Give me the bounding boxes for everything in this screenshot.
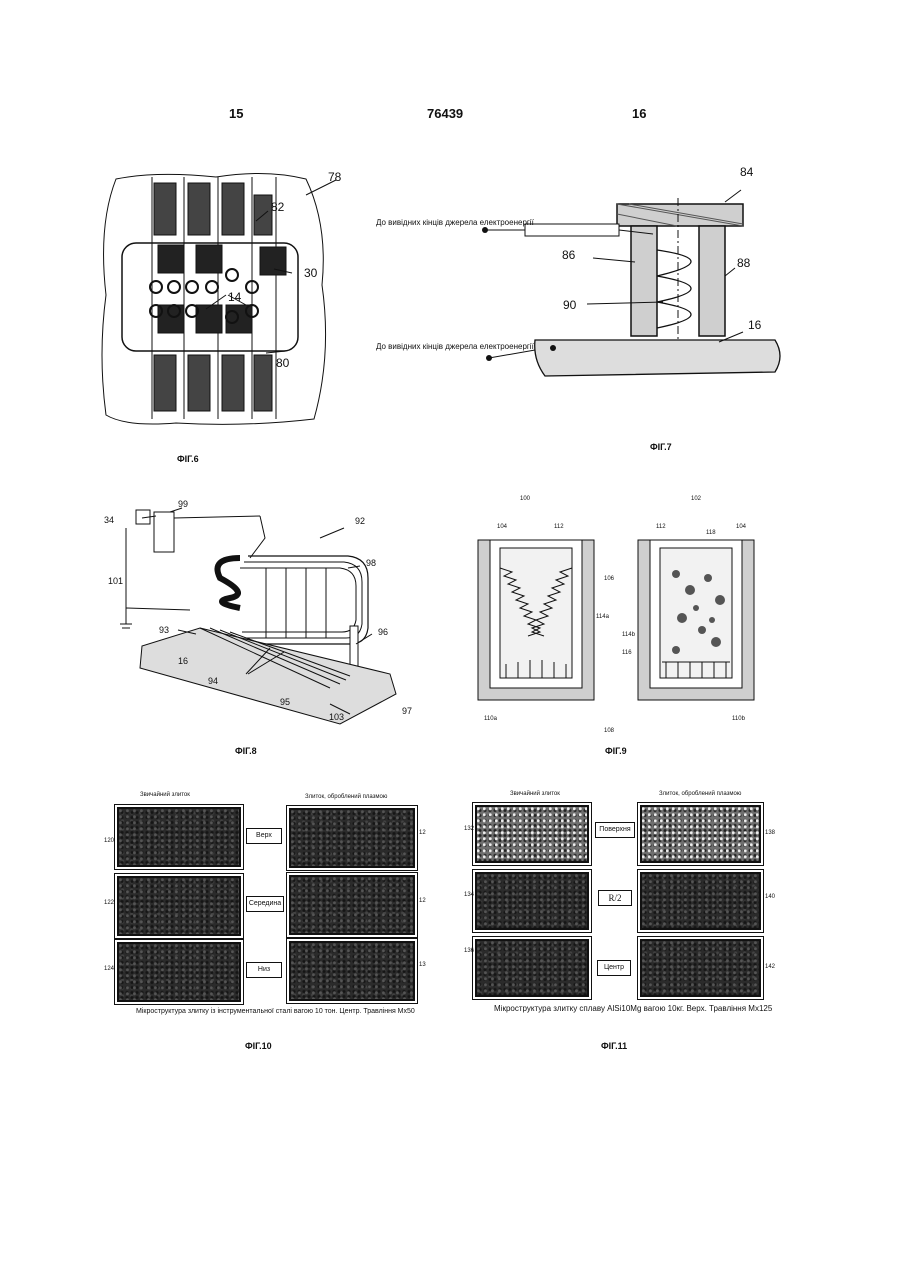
fig7-ref-90: 90 — [563, 298, 576, 312]
fig9-ref-114a: 114a — [596, 614, 609, 620]
fig11-ref-136: 136 — [464, 948, 474, 954]
fig10-ref-122: 122 — [104, 900, 114, 906]
fig9-ref-106: 106 — [604, 576, 614, 582]
fig9-ref-112-right: 112 — [656, 524, 666, 530]
fig11-description: Мікроструктура злитку сплаву AlSi10Mg ва… — [494, 1004, 772, 1013]
fig8-ref-95: 95 — [280, 697, 290, 707]
right-page-number: 16 — [632, 106, 646, 121]
patent-number: 76439 — [427, 106, 463, 121]
fig9-ref-100: 100 — [520, 496, 530, 502]
fig9-ref-114b: 114b — [622, 632, 635, 638]
fig10-row-label-2: Середина — [246, 896, 284, 912]
fig8-ref-16: 16 — [178, 656, 188, 666]
fig7-ref-88: 88 — [737, 256, 750, 270]
fig10-micro-right-3 — [289, 941, 415, 1001]
fig6-caption: ФІГ.6 — [177, 454, 199, 464]
fig10-micro-122 — [117, 876, 241, 936]
fig10-ref-120: 120 — [104, 838, 114, 844]
fig9-ref-112-left: 112 — [554, 524, 564, 530]
left-page-number: 15 — [229, 106, 243, 121]
fig8-ref-96: 96 — [378, 627, 388, 637]
fig9-ref-104-right: 104 — [736, 524, 746, 530]
fig8-ref-97: 97 — [402, 706, 412, 716]
fig11-col-right: Злиток, оброблений плазмою — [659, 791, 741, 797]
fig7-ref-84: 84 — [740, 165, 753, 179]
fig10-row-label-1: Верх — [246, 828, 282, 844]
fig10-description: Мікроструктура злитку із інструментально… — [136, 1008, 415, 1015]
fig6-ref-82: 82 — [271, 200, 284, 214]
fig11-micro-140 — [640, 872, 761, 930]
fig7-ref-86: 86 — [562, 248, 575, 262]
fig9-ref-104-left: 104 — [497, 524, 507, 530]
fig11-micro-134 — [475, 872, 589, 930]
fig9-drawing — [476, 538, 756, 704]
fig11-micro-136 — [475, 939, 589, 997]
fig10-micro-120 — [117, 807, 241, 867]
fig11-row-label-3: Центр — [597, 960, 631, 976]
fig6-ref-78: 78 — [328, 170, 341, 184]
fig11-caption: ФІГ.11 — [601, 1041, 627, 1051]
fig10-micro-right-2 — [289, 875, 415, 935]
fig9-caption: ФІГ.9 — [605, 746, 627, 756]
fig8-drawing — [100, 498, 420, 728]
fig6-drawing — [96, 165, 346, 430]
fig8-ref-99: 99 — [178, 499, 188, 509]
fig6-ref-30: 30 — [304, 266, 317, 280]
fig11-ref-134: 134 — [464, 892, 474, 898]
fig6-ref-14: 14 — [228, 290, 241, 304]
fig11-micro-138 — [640, 805, 761, 863]
fig8-ref-103: 103 — [329, 712, 344, 722]
fig7-note-bottom: До вивідних кінців джерела електроенергі… — [376, 342, 534, 351]
fig10-ref-right-2: 12 — [419, 898, 426, 904]
fig10-ref-124: 124 — [104, 966, 114, 972]
fig9-ref-110b: 110b — [732, 716, 745, 722]
fig8-caption: ФІГ.8 — [235, 746, 257, 756]
fig9-ref-108: 108 — [604, 728, 614, 734]
fig11-row-label-1: Поверхня — [595, 822, 635, 838]
fig11-ref-132: 132 — [464, 826, 474, 832]
fig7-note-top: До вивідних кінців джерела електроенергі… — [376, 218, 534, 227]
fig10-ref-right-1: 12 — [419, 830, 426, 836]
fig10-micro-124 — [117, 942, 241, 1002]
fig7-caption: ФІГ.7 — [650, 442, 672, 452]
fig8-ref-94: 94 — [208, 676, 218, 686]
fig11-ref-142: 142 — [765, 964, 775, 970]
fig10-micro-right-1 — [289, 808, 415, 868]
fig11-micro-142 — [640, 939, 761, 997]
fig8-ref-101: 101 — [108, 576, 123, 586]
fig11-ref-138: 138 — [765, 830, 775, 836]
fig9-ref-118: 118 — [706, 530, 716, 536]
fig7-ref-16: 16 — [748, 318, 761, 332]
fig11-micro-132 — [475, 805, 589, 863]
fig10-row-label-3: Низ — [246, 962, 282, 978]
fig10-ref-right-3: 13 — [419, 962, 426, 968]
fig8-ref-34: 34 — [104, 515, 114, 525]
fig6-ref-80: 80 — [276, 356, 289, 370]
fig8-ref-93: 93 — [159, 625, 169, 635]
fig10-col-right: Злиток, оброблений плазмою — [305, 794, 387, 800]
fig9-ref-110a: 110a — [484, 716, 497, 722]
fig8-ref-98: 98 — [366, 558, 376, 568]
fig9-ref-102: 102 — [691, 496, 701, 502]
fig10-col-left: Звичайний злиток — [140, 792, 190, 798]
fig7-drawing — [475, 180, 785, 390]
fig11-ref-140: 140 — [765, 894, 775, 900]
fig9-ref-116: 116 — [622, 650, 632, 656]
fig11-row-label-2: R/2 — [598, 890, 632, 906]
fig11-col-left: Звичайний злиток — [510, 791, 560, 797]
fig10-caption: ФІГ.10 — [245, 1041, 272, 1051]
fig8-ref-92: 92 — [355, 516, 365, 526]
